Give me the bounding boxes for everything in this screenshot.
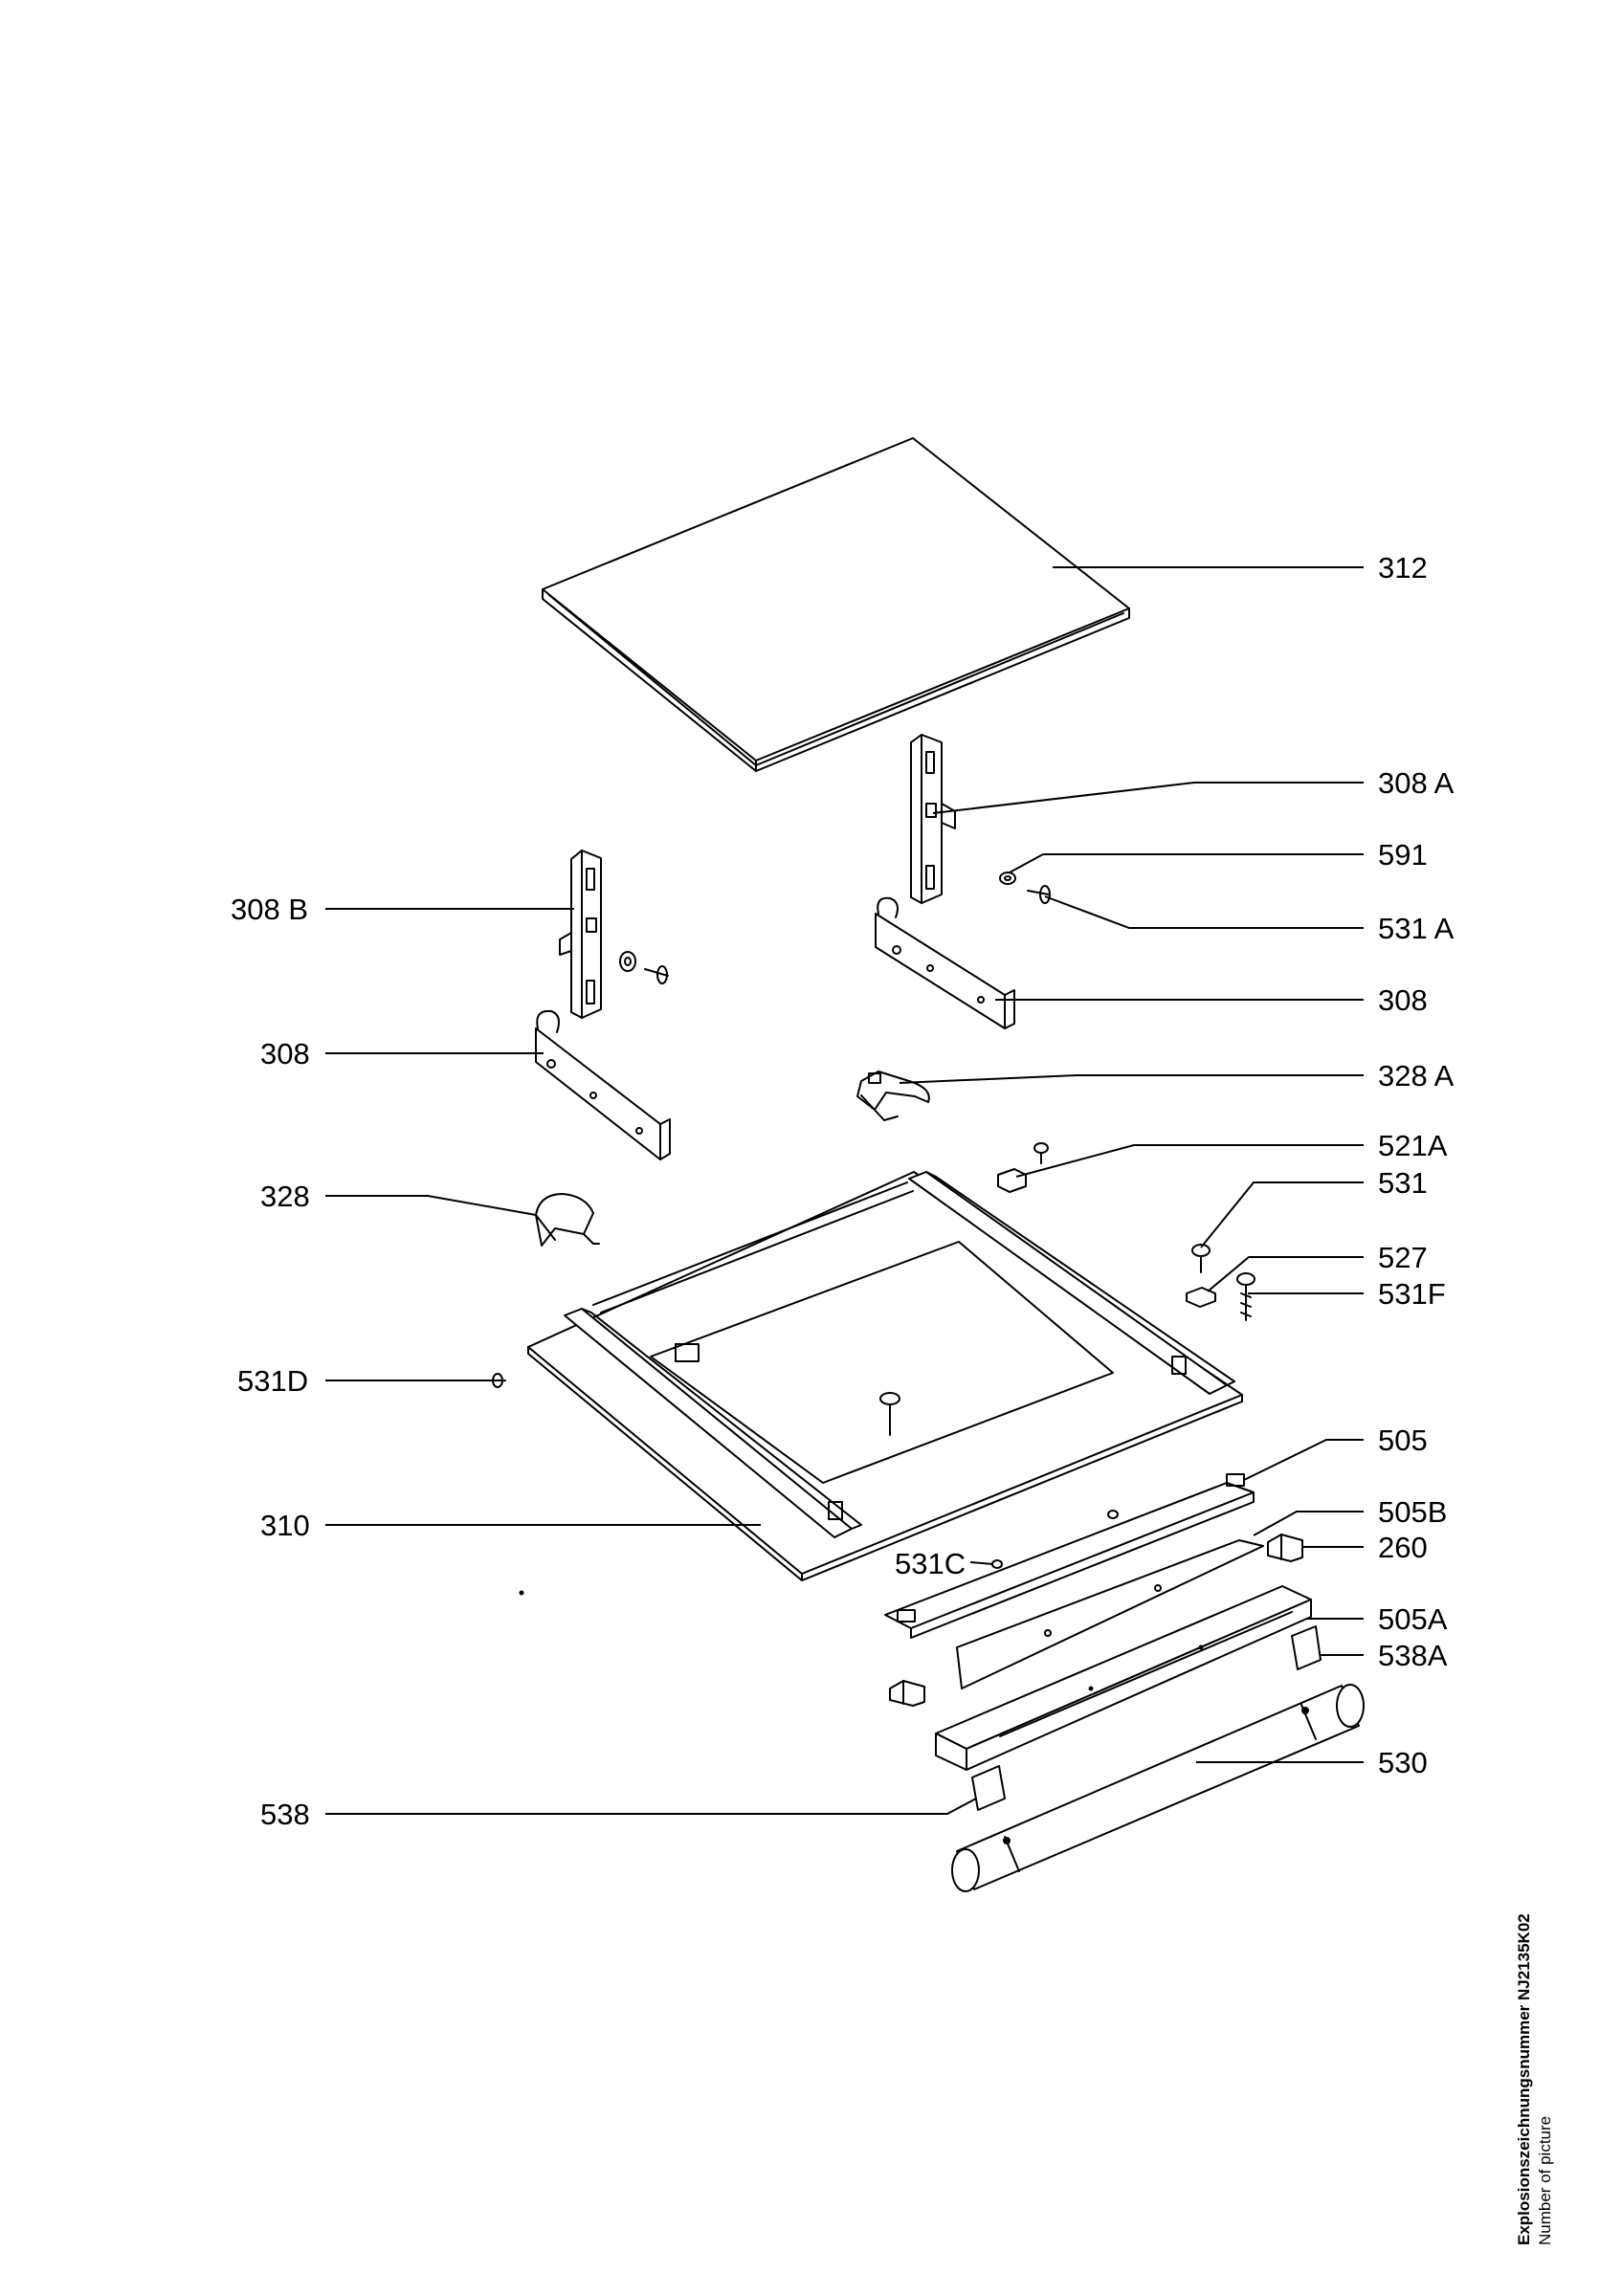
label-328: 328: [260, 1180, 310, 1213]
clip-328a: [856, 1071, 930, 1121]
leader-lines: [325, 566, 1364, 1815]
label-328a: 328 A: [1378, 1059, 1455, 1093]
hinge-arm-308-right: [875, 896, 1015, 1029]
label-531a: 531 A: [1378, 912, 1455, 945]
label-521a: 521A: [1378, 1129, 1448, 1162]
handle-bar-505a: [935, 1585, 1312, 1771]
cover-plate-505b: [956, 1539, 1264, 1689]
label-591: 591: [1378, 838, 1428, 872]
screw-left: [644, 965, 669, 984]
label-310: 310: [260, 1509, 310, 1542]
label-538a: 538A: [1378, 1639, 1448, 1672]
hinge-bracket-308b: [559, 850, 602, 1019]
screw-531f: [1236, 1272, 1255, 1321]
hinge-arm-308-left: [535, 1009, 671, 1160]
clip-left-538: [889, 1680, 925, 1707]
clip-328: [535, 1193, 600, 1247]
label-530: 530: [1378, 1746, 1428, 1779]
drawing-number-subtitle: Number of picture: [1536, 2115, 1554, 2245]
label-505a: 505A: [1378, 1602, 1448, 1636]
drawing-number-title: Explosionszeichnungsnummer NJ2135K02: [1515, 1913, 1533, 2245]
washer-left: [619, 951, 636, 972]
label-308a: 308 A: [1378, 766, 1455, 800]
screw-531: [1191, 1244, 1211, 1273]
handle-support-538: [971, 1765, 1006, 1811]
label-260: 260: [1378, 1531, 1428, 1564]
washer-591: [999, 872, 1016, 885]
label-505b: 505B: [1378, 1495, 1447, 1529]
small-screw-521: [1033, 1142, 1049, 1164]
screw-531a: [1027, 885, 1051, 904]
hinge-bracket-308a: [910, 734, 956, 904]
label-531d: 531D: [237, 1364, 308, 1398]
screw-top-505: [1107, 1510, 1119, 1519]
label-505: 505: [1378, 1424, 1428, 1457]
label-527: 527: [1378, 1241, 1428, 1274]
tube-handle-530: [951, 1684, 1365, 1892]
label-531f: 531F: [1378, 1277, 1446, 1311]
label-312: 312: [1378, 551, 1428, 585]
clip-260: [1267, 1534, 1303, 1562]
label-531c: 531C: [895, 1547, 966, 1580]
label-531: 531: [1378, 1166, 1428, 1200]
handle-support-538a: [1291, 1625, 1322, 1670]
screw-531c: [991, 1559, 1003, 1569]
glass-panel-312: [542, 437, 1130, 772]
strip-505: [884, 1473, 1255, 1639]
nut-527: [1186, 1287, 1216, 1308]
part-521a: [997, 1168, 1027, 1193]
door-frame-310: [527, 1171, 1243, 1581]
label-538: 538: [260, 1798, 310, 1831]
label-308-left: 308: [260, 1037, 310, 1071]
label-308b: 308 B: [231, 893, 308, 926]
label-308-right: 308: [1378, 983, 1428, 1017]
